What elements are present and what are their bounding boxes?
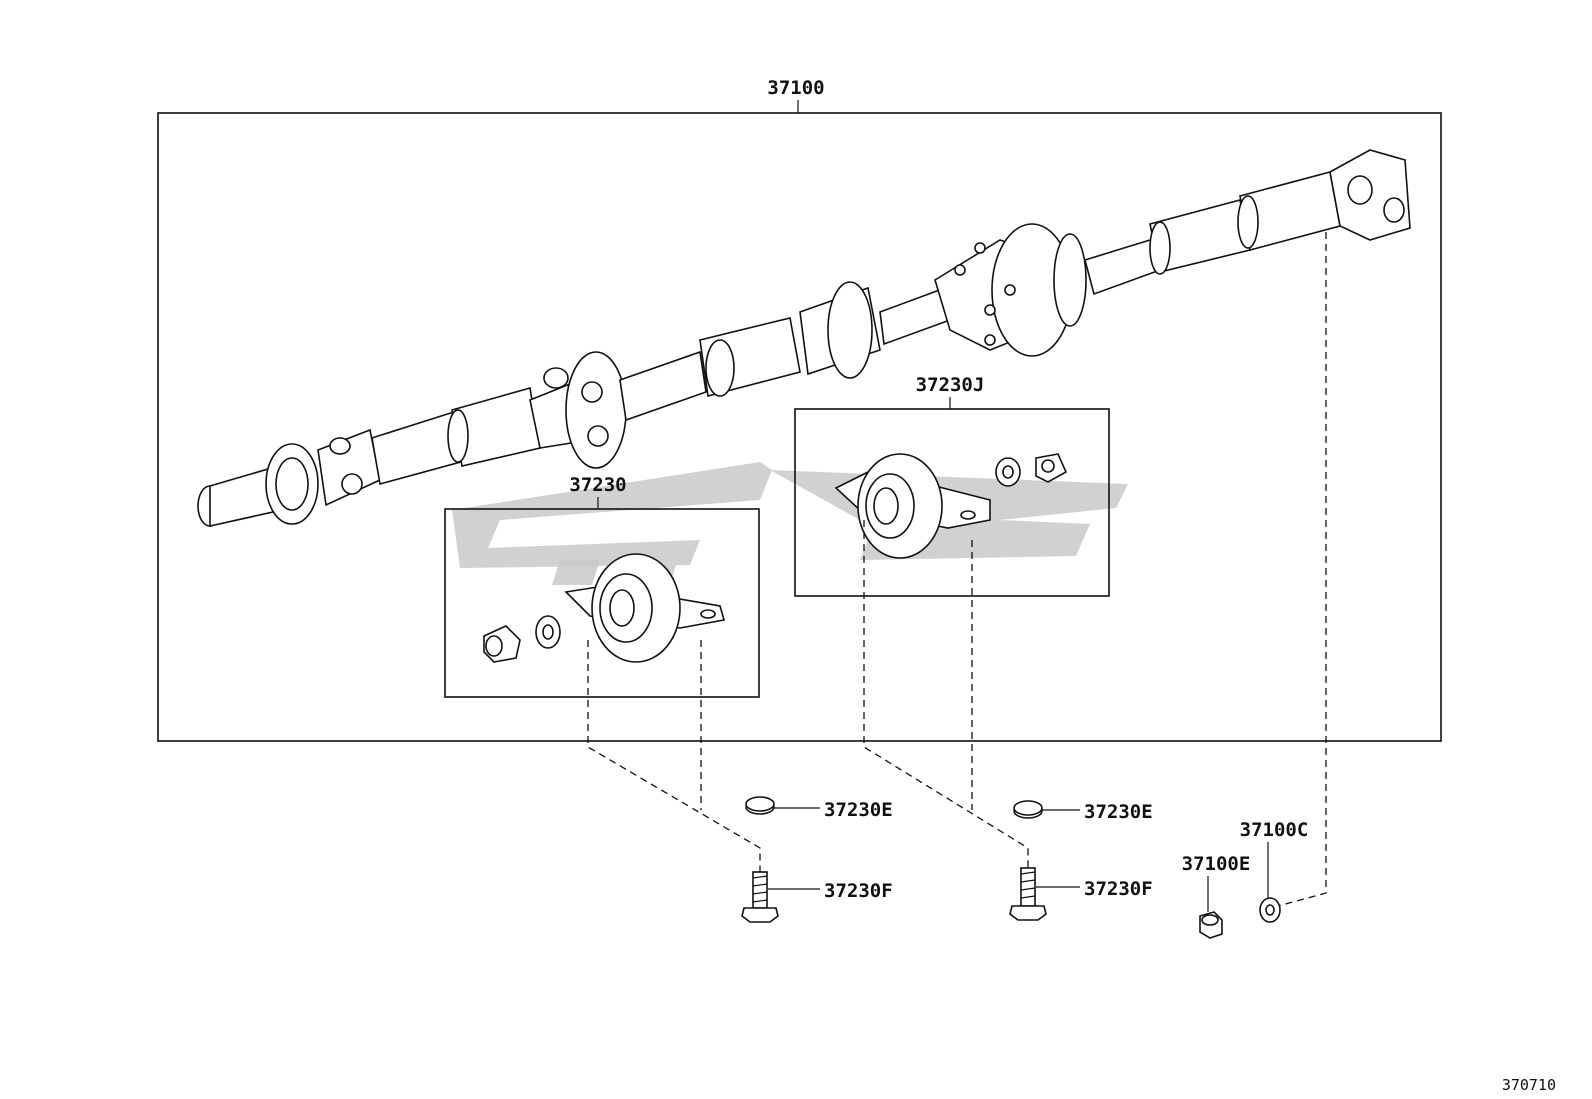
bolt-37230F-left (741, 871, 779, 923)
washer-37230E-right (1013, 800, 1043, 819)
nut-37100E (1199, 911, 1223, 939)
washer-37230E-left (745, 796, 775, 815)
propeller-shaft (197, 149, 1411, 527)
bearing-rear-frame (794, 408, 1110, 597)
callout-37100C: 37100C (1240, 819, 1309, 841)
watermark-logo (452, 462, 1128, 590)
callout-37230F-2: 37230F (1084, 878, 1153, 900)
center-bearing-front (483, 553, 726, 663)
callout-37100: 37100 (767, 77, 824, 99)
callout-37230E-1: 37230E (824, 799, 893, 821)
bolt-37230F-right (1009, 867, 1047, 921)
center-bearing-rear (834, 453, 1068, 559)
callout-37230J: 37230J (916, 374, 985, 396)
callout-37230F-1: 37230F (824, 880, 893, 902)
callout-37100E: 37100E (1182, 853, 1251, 875)
figure-number: 370710 (1502, 1076, 1556, 1094)
washer-37100C (1259, 897, 1281, 923)
install-lines (587, 232, 1327, 907)
bearing-front-frame (444, 508, 760, 698)
assembly-frame (157, 112, 1442, 742)
callout-37230E-2: 37230E (1084, 801, 1153, 823)
callout-37230: 37230 (569, 474, 626, 496)
